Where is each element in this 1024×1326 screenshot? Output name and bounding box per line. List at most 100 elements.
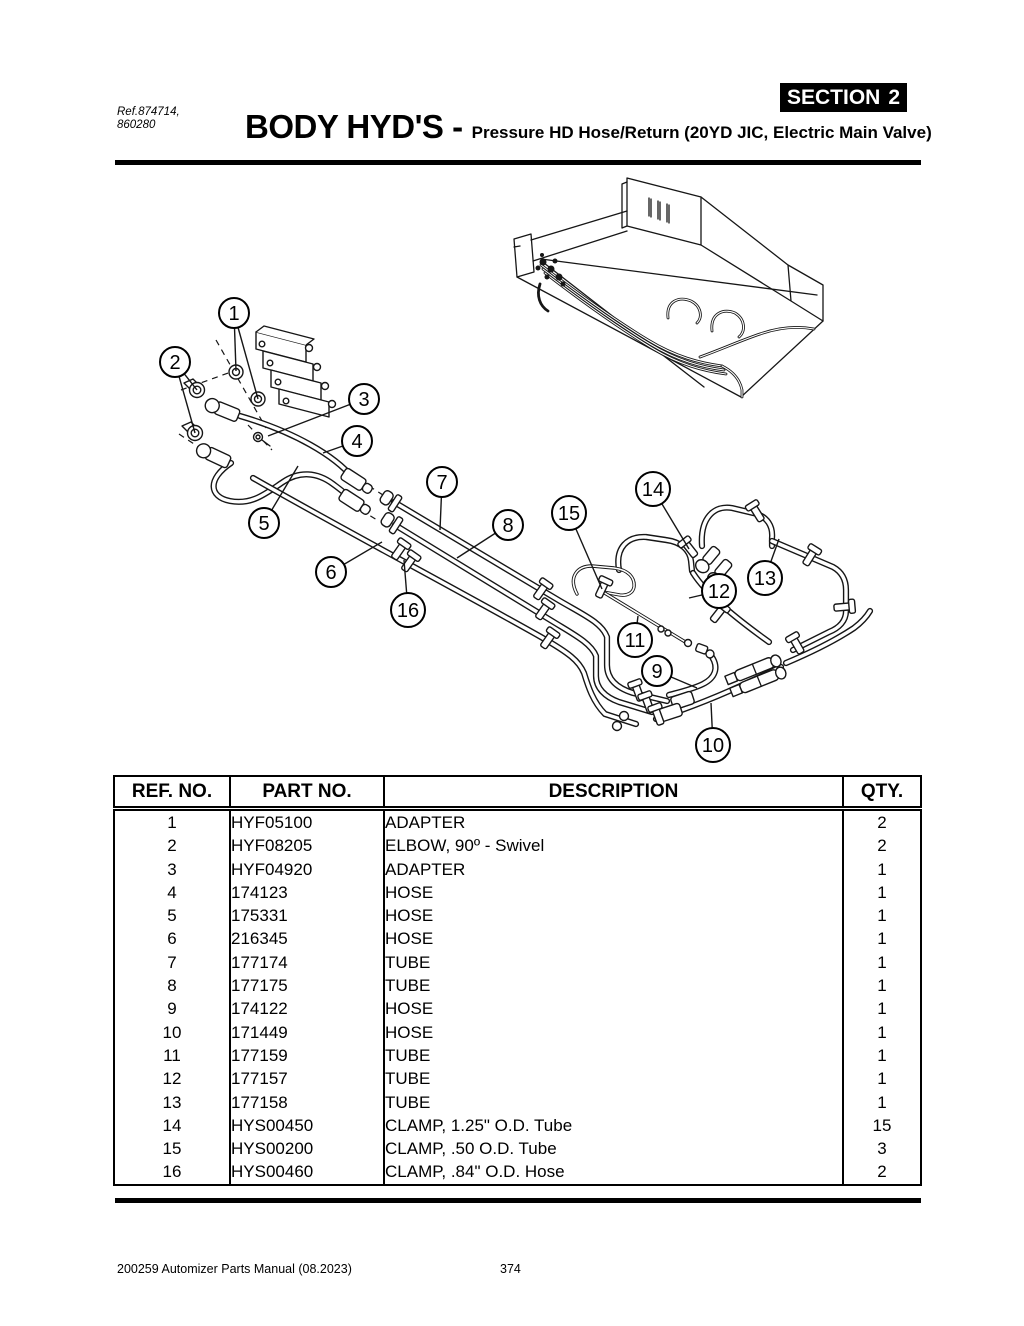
title-main: BODY HYD'S - — [245, 108, 463, 145]
callout-circle — [159, 346, 191, 378]
clamp-icon — [744, 499, 765, 523]
column-header-description: DESCRIPTION — [383, 776, 843, 811]
callout-number: 7 — [436, 472, 447, 494]
callout-circle — [341, 425, 373, 457]
cell-part-no: 174122 — [229, 997, 384, 1021]
cell-qty: 15 — [842, 1113, 921, 1138]
cell-description: HOSE — [383, 1020, 843, 1044]
callout-number: 14 — [642, 479, 664, 501]
clamp-icon — [833, 598, 857, 614]
clamp-icon — [540, 626, 561, 650]
cell-part-no: HYF05100 — [229, 808, 384, 835]
cell-description: HOSE — [383, 927, 843, 951]
u-tube-fitting-a — [694, 545, 721, 574]
cell-description: ADAPTER — [383, 857, 843, 881]
callout-number: 1 — [228, 303, 239, 325]
callout-circle — [701, 573, 737, 609]
callout-leader-line — [267, 398, 365, 437]
footer-page-number: 374 — [500, 1262, 521, 1276]
clamp-icon — [391, 537, 412, 561]
cell-ref-no: 4 — [167, 882, 177, 902]
callout-number: 5 — [258, 513, 269, 535]
cell-ref-no: 11 — [163, 1045, 181, 1065]
adapter-3 — [252, 431, 271, 447]
callout-15: 15 — [551, 495, 603, 590]
elbow-2a — [183, 378, 206, 399]
cell-description: HOSE — [383, 997, 843, 1021]
cell-part-no: 177159 — [229, 1043, 384, 1068]
elbow-9-fitting — [695, 643, 715, 659]
cell-qty: 1 — [842, 997, 921, 1021]
cell-ref-no: 16 — [162, 1162, 182, 1182]
truck-body-overview — [513, 177, 824, 399]
cell-ref-no: 6 — [167, 929, 177, 949]
section-number: 2 — [888, 85, 900, 109]
cell-part-no: 177157 — [229, 1067, 384, 1091]
callout-circle — [747, 560, 783, 596]
cell-part-no: HYF04920 — [229, 857, 384, 881]
cell-description: ADAPTER — [383, 808, 843, 835]
section-label: SECTION — [787, 85, 881, 109]
clamp-icon — [535, 597, 556, 621]
title-subtitle: Pressure HD Hose/Return (20YD JIC, Elect… — [471, 123, 932, 142]
clamp-icon — [802, 543, 823, 567]
cell-description: CLAMP, 1.25" O.D. Tube — [383, 1113, 843, 1138]
cell-ref-no: 12 — [162, 1069, 182, 1089]
callout-circle — [551, 495, 587, 531]
cell-qty: 1 — [842, 1067, 921, 1091]
cell-ref-no: 2 — [167, 836, 177, 856]
cell-ref-no: 1 — [167, 813, 177, 832]
tube8-nut — [380, 512, 404, 535]
callout-circle — [426, 466, 458, 498]
callout-number: 8 — [502, 515, 513, 537]
callout-circle — [315, 556, 347, 588]
cell-ref-no: 15 — [162, 1139, 182, 1159]
hose4-end-cyl — [340, 467, 373, 494]
callout-14: 14 — [635, 471, 690, 550]
column-header-qty: QTY. — [842, 776, 921, 811]
callout-circle — [617, 622, 653, 658]
callout-number: 15 — [558, 503, 580, 525]
callout-number: 11 — [625, 630, 646, 652]
column-header-part-no: PART NO. — [229, 776, 384, 811]
hose5-crimp — [195, 443, 232, 469]
cell-part-no: 177174 — [229, 950, 384, 975]
footer-manual-info: 200259 Automizer Parts Manual (08.2023) — [117, 1262, 352, 1276]
callout-6: 6 — [315, 541, 383, 588]
callout-circle — [641, 655, 673, 687]
cell-description: TUBE — [383, 1090, 843, 1114]
callout-5: 5 — [248, 465, 299, 539]
callout-8: 8 — [456, 509, 524, 559]
hose4-crimp — [204, 397, 241, 422]
tube11-end-ball — [683, 638, 693, 648]
ref-line-2: 860280 — [117, 119, 156, 131]
callout-number: 10 — [702, 735, 724, 757]
cell-qty: 1 — [842, 1043, 921, 1068]
bottom-end-cap-b — [611, 720, 623, 732]
cell-ref-no: 9 — [167, 999, 177, 1019]
column-header-ref-no: REF. NO. — [114, 776, 230, 811]
cell-description: TUBE — [383, 1067, 843, 1091]
callout-number: 6 — [325, 562, 336, 584]
cell-qty: 1 — [842, 927, 921, 951]
clamp-icon — [647, 702, 665, 726]
callout-3: 3 — [267, 383, 380, 437]
callout-circle — [695, 727, 731, 763]
callout-9: 9 — [641, 655, 698, 689]
cell-ref-no: 7 — [167, 952, 177, 972]
callout-circle — [218, 297, 250, 329]
cell-description: HOSE — [383, 904, 843, 928]
